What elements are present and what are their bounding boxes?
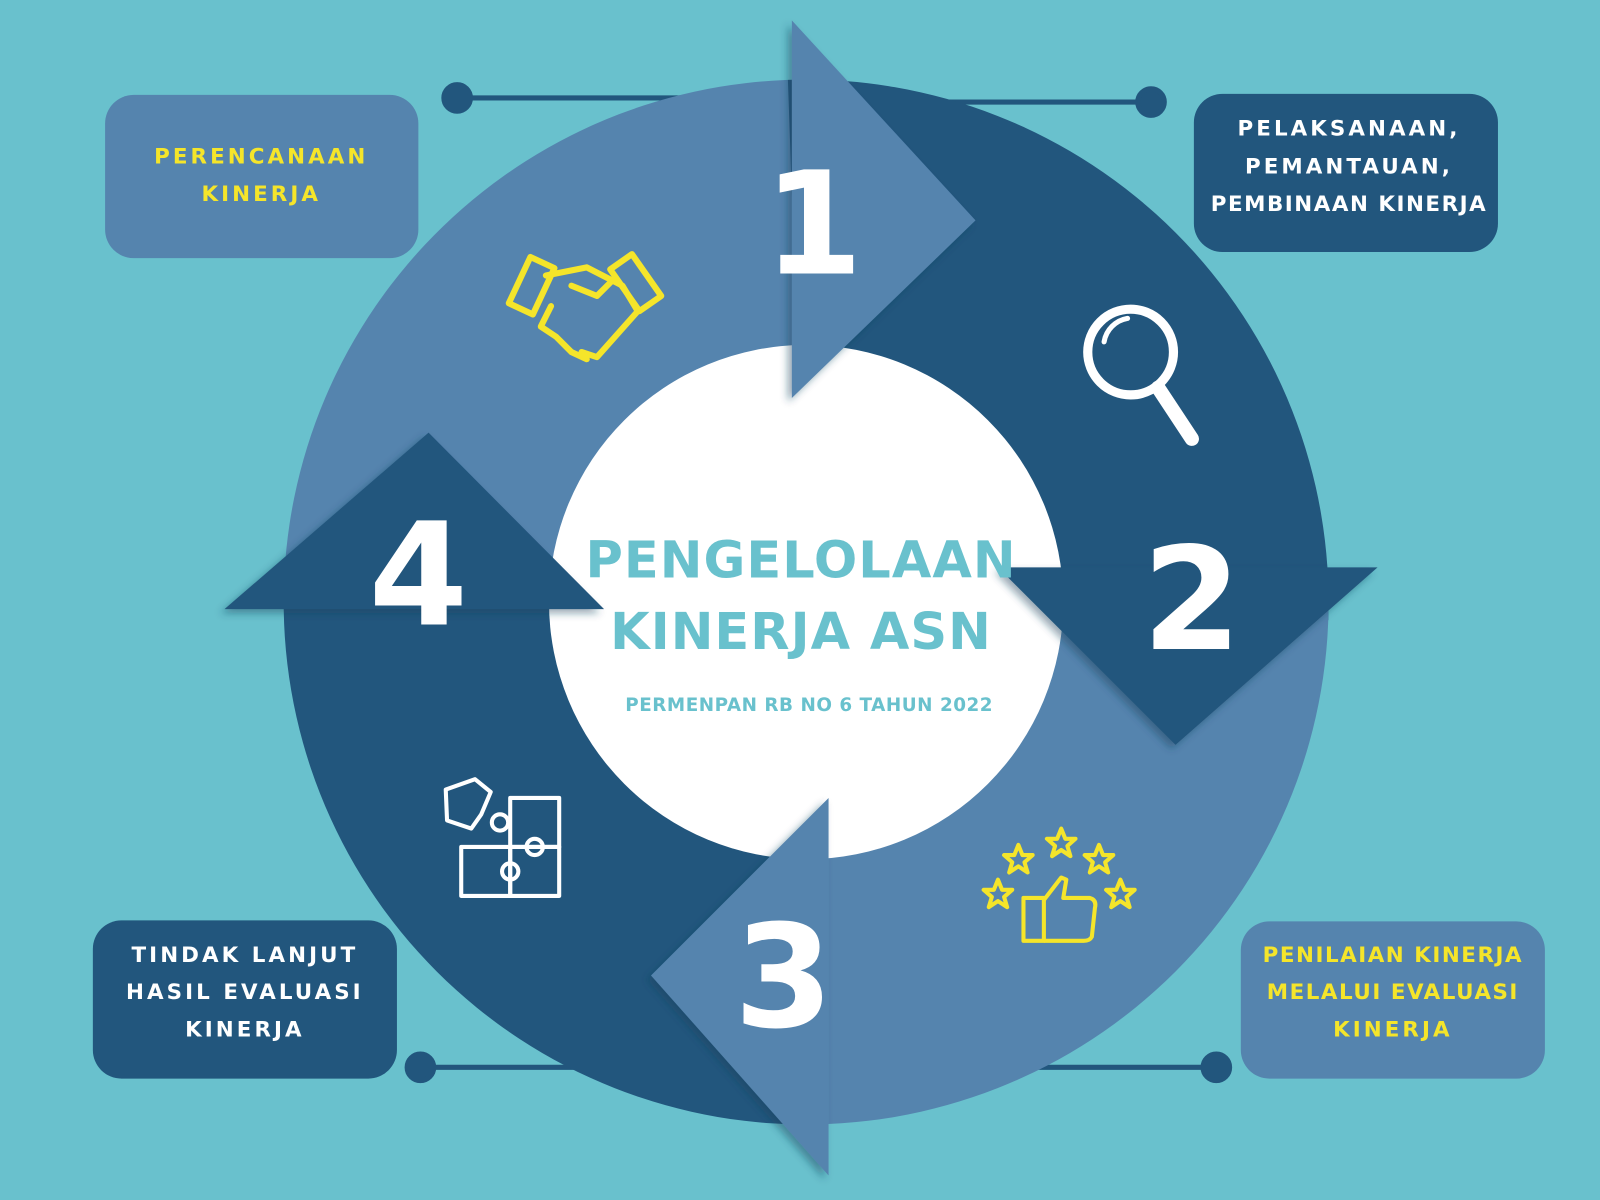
label-line: TINDAK LANJUT xyxy=(132,943,359,968)
label-line: PEMANTAUAN, xyxy=(1245,154,1453,179)
puzzle-icon xyxy=(443,777,562,898)
label-line: KINERJA xyxy=(201,182,321,207)
label-box-step-2: PELAKSANAAN, PEMANTAUAN, PEMBINAAN KINER… xyxy=(1193,93,1498,253)
connector-dot xyxy=(441,82,473,114)
connector-dot xyxy=(404,1051,437,1084)
connectors xyxy=(404,82,1233,1084)
magnifier-icon xyxy=(1083,304,1199,446)
title-line-1: PENGELOLAAN xyxy=(585,532,1016,591)
connector-dot xyxy=(1200,1051,1233,1084)
step-number-4: 4 xyxy=(369,491,468,658)
center-circle xyxy=(548,344,1064,860)
label-line: KINERJA xyxy=(1333,1018,1453,1043)
label-line: PERENCANAAN xyxy=(154,144,368,169)
label-box-step-4: TINDAK LANJUT HASIL EVALUASI KINERJA xyxy=(92,920,397,1079)
title-line-2: KINERJA ASN xyxy=(610,603,992,662)
step-number-3: 3 xyxy=(734,894,833,1061)
label-line: PEMBINAAN KINERJA xyxy=(1211,192,1487,217)
label-line: KINERJA xyxy=(185,1018,305,1043)
label-line: PELAKSANAAN, xyxy=(1238,117,1461,142)
handshake-icon xyxy=(505,251,665,363)
arrowhead-step-4 xyxy=(224,432,605,610)
connector-dot xyxy=(1135,86,1167,118)
step-number-1: 1 xyxy=(764,140,863,307)
subtitle: PERMENPAN RB NO 6 TAHUN 2022 xyxy=(625,695,993,716)
arrowhead-step-2 xyxy=(997,567,1378,745)
label-box-step-3: PENILAIAN KINERJA MELALUI EVALUASI KINER… xyxy=(1240,921,1545,1079)
label-line: PENILAIAN KINERJA xyxy=(1263,943,1523,968)
arrowhead-step-1 xyxy=(791,20,976,398)
thumbs-up-stars-icon xyxy=(984,826,1135,943)
label-box-step-1: PERENCANAAN KINERJA xyxy=(105,94,419,259)
step-number-2: 2 xyxy=(1142,516,1241,683)
arrowhead-step-3 xyxy=(651,797,829,1176)
label-line: MELALUI EVALUASI xyxy=(1267,980,1519,1005)
label-line: HASIL EVALUASI xyxy=(126,980,364,1005)
